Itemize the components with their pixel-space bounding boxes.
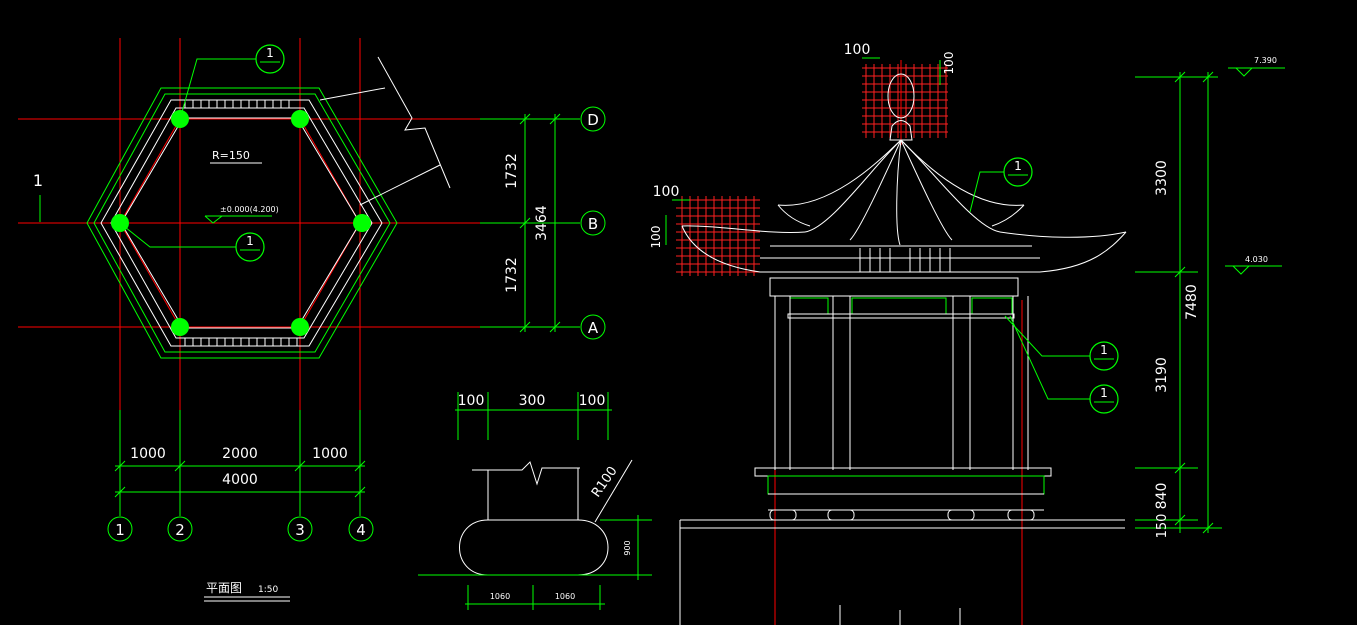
dim-right-total: 3464 bbox=[534, 205, 550, 241]
axis-bubble-D bbox=[580, 106, 606, 132]
axis-bubble-4 bbox=[348, 516, 374, 542]
axis-label-3: 3 bbox=[295, 521, 305, 539]
axis-label-2: 2 bbox=[175, 521, 185, 539]
elevation-view: 100 100 100 100 1 1 bbox=[649, 42, 1285, 625]
detail-height: 900 bbox=[623, 540, 632, 555]
bench-railing bbox=[754, 467, 1052, 511]
finial-hatch bbox=[862, 64, 948, 138]
finial-height-dim: 100 bbox=[942, 52, 956, 75]
detail-top-dims: 100 300 100 bbox=[455, 392, 612, 440]
axis-label-A: A bbox=[588, 319, 599, 337]
section-mark-label: 1 bbox=[33, 171, 43, 190]
level-mid: 4.030 bbox=[1245, 255, 1268, 264]
dim-base-height: 840 bbox=[1154, 483, 1170, 510]
level-top: 7.390 bbox=[1254, 56, 1277, 65]
detail-ref-number: 1 bbox=[246, 234, 254, 248]
axis-bubble-A bbox=[580, 314, 606, 340]
detail-dim-mid: 300 bbox=[519, 393, 546, 409]
finial-width-dim: 100 bbox=[844, 42, 871, 58]
detail-dim-bottom-left: 1060 bbox=[490, 592, 510, 601]
axis-bubbles-horizontal: 1 2 3 4 bbox=[107, 516, 374, 542]
bench-slats bbox=[184, 100, 298, 346]
ground-line bbox=[679, 519, 1125, 625]
detail-ref-bubble bbox=[235, 232, 265, 262]
eave-width-dim: 100 bbox=[653, 184, 680, 200]
detail-dim-bottom-right: 1060 bbox=[555, 592, 575, 601]
finial-dims: 100 100 bbox=[844, 42, 956, 85]
right-dimension: 1732 1732 3464 bbox=[480, 113, 580, 333]
column-marker bbox=[353, 214, 371, 232]
detail-dim-left: 100 bbox=[458, 393, 485, 409]
axis-bubbles-vertical: D B A bbox=[555, 106, 606, 340]
dim-roof-height: 3300 bbox=[1154, 160, 1170, 196]
dim-bottom-total: 4000 bbox=[222, 472, 258, 488]
axis-bubble-2 bbox=[167, 516, 193, 542]
roof-rafters bbox=[859, 248, 951, 272]
vertical-dimension: 3300 3190 840 150 7480 bbox=[1135, 71, 1222, 539]
detail-dim-right: 100 bbox=[579, 393, 606, 409]
radius-note: R=150 bbox=[212, 149, 250, 162]
detail-ref-bubble bbox=[1003, 157, 1033, 187]
break-line bbox=[319, 56, 451, 206]
plan-title: 平面图 bbox=[206, 581, 242, 595]
column-marker bbox=[291, 318, 309, 336]
section-mark: 1 bbox=[33, 171, 43, 222]
axis-label-B: B bbox=[588, 215, 598, 233]
axis-bubble-B bbox=[580, 210, 606, 236]
detail-ref-bubble bbox=[1089, 384, 1119, 414]
column-marker bbox=[171, 318, 189, 336]
column-marker bbox=[291, 110, 309, 128]
dim-bottom-2: 2000 bbox=[222, 446, 258, 462]
elevation-columns bbox=[774, 296, 1029, 470]
roof bbox=[681, 139, 1127, 273]
detail-ref-number: 1 bbox=[266, 46, 274, 60]
plan-view: 1 1 1 R=150 ±0.000(4.200) bbox=[18, 38, 606, 602]
detail-ref-number: 1 bbox=[1100, 343, 1108, 357]
plan-title-block: 平面图 1:50 bbox=[204, 581, 290, 602]
detail-ref-bubble bbox=[1089, 341, 1119, 371]
detail-radius: R100 bbox=[589, 464, 621, 500]
dim-bottom-1: 1000 bbox=[130, 446, 166, 462]
dim-column-height: 3190 bbox=[1154, 357, 1170, 393]
axis-bubble-3 bbox=[287, 516, 313, 542]
eave-hatch bbox=[676, 196, 760, 276]
bottom-dimension: 1000 2000 1000 4000 bbox=[114, 410, 366, 516]
detail-ref-bubble bbox=[255, 44, 285, 74]
eave-height-dim: 100 bbox=[649, 226, 663, 249]
dim-right-lower: 1732 bbox=[504, 257, 520, 293]
level-markers: 7.390 4.030 bbox=[1225, 56, 1285, 275]
column-bases bbox=[769, 509, 1035, 521]
elevation-note: ±0.000(4.200) bbox=[220, 205, 279, 214]
detail-bottom-dims: 1060 1060 bbox=[465, 585, 605, 610]
detail-ref-number: 1 bbox=[1014, 159, 1022, 173]
detail-ref-number: 1 bbox=[1100, 386, 1108, 400]
plan-detail-callouts: 1 1 bbox=[119, 44, 285, 262]
eave-dims: 100 100 bbox=[649, 184, 690, 248]
finial bbox=[887, 73, 915, 141]
axis-label-1: 1 bbox=[115, 521, 125, 539]
dim-right-upper: 1732 bbox=[504, 153, 520, 189]
axis-bubble-1 bbox=[107, 516, 133, 542]
plan-scale: 1:50 bbox=[258, 585, 278, 595]
dim-elevation-total: 7480 bbox=[1184, 284, 1200, 320]
axis-label-4: 4 bbox=[356, 521, 366, 539]
elevation-detail-callouts: 1 1 1 bbox=[969, 157, 1119, 414]
axis-label-D: D bbox=[587, 111, 599, 129]
dim-bottom-3: 1000 bbox=[312, 446, 348, 462]
beams bbox=[769, 277, 1019, 319]
base-detail: 100 300 100 R100 900 1060 1060 bbox=[418, 392, 652, 610]
detail-height-dim: 900 bbox=[600, 515, 652, 580]
dim-plinth-height: 150 bbox=[1155, 514, 1170, 539]
